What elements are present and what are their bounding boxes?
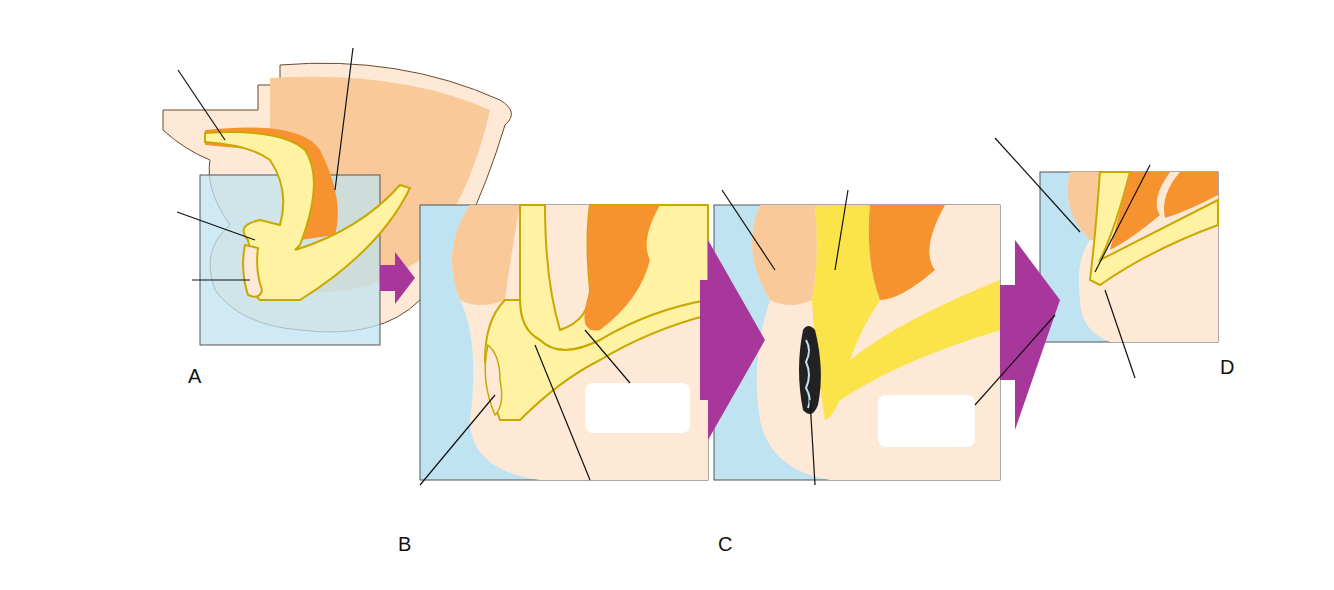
stage-arrow [1000,240,1060,430]
stage-arrow [380,252,415,304]
panel-b-figure [420,205,708,480]
panel-letter: C [718,534,732,554]
panel-letter: B [398,534,411,554]
panel-d-figure [1040,172,1218,342]
panel-letter: D [1220,357,1234,377]
panel-letter: A [188,366,201,386]
stage-arrow [700,240,765,440]
leader-lines [177,48,1150,485]
